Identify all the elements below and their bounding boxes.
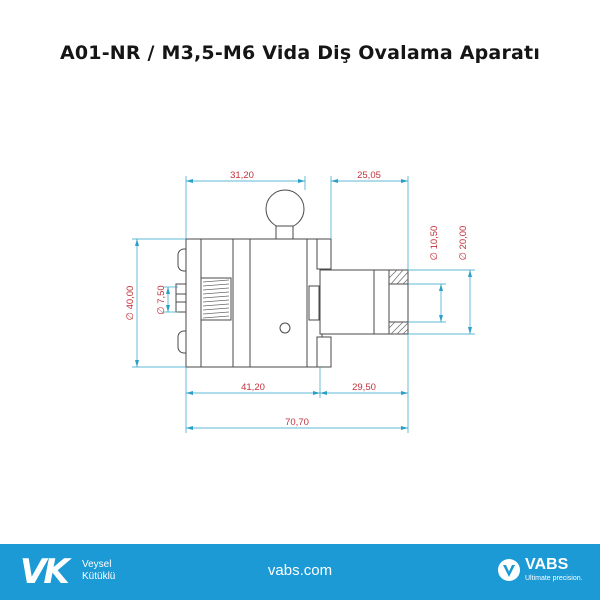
dimension-arrows bbox=[135, 179, 472, 430]
dim-outer-diameter: ∅ 20,00 bbox=[458, 226, 469, 261]
bore bbox=[388, 283, 409, 323]
website-link[interactable]: vabs.com bbox=[267, 562, 333, 579]
technical-drawing: 31,20 25,05 41,20 29,50 70,70 ∅ 40,00 ∅ … bbox=[125, 170, 475, 433]
dim-shank-length: 29,50 bbox=[352, 382, 376, 393]
brand-line-2: Kütüklü bbox=[82, 571, 116, 582]
vabs-name: VABS bbox=[525, 556, 569, 573]
brand-line-1: Veysel bbox=[82, 559, 112, 570]
collar-bottom bbox=[316, 336, 332, 368]
dim-inner-diameter: ∅ 7,50 bbox=[156, 285, 167, 314]
dim-body-diameter: ∅ 40,00 bbox=[125, 286, 136, 321]
footer-bar: VK Veysel Kütüklü vabs.com VABS Ultimate… bbox=[0, 544, 600, 600]
dim-top-left: 31,20 bbox=[230, 170, 254, 181]
dim-top-right: 25,05 bbox=[357, 170, 381, 181]
vabs-tagline: Ultimate precision. bbox=[525, 575, 583, 582]
vk-brand-text: Veysel Kütüklü bbox=[82, 559, 115, 583]
side-pin-hole bbox=[279, 322, 291, 334]
ball-knob bbox=[265, 189, 305, 229]
thread-hatch bbox=[202, 279, 230, 319]
dim-body-length: 41,20 bbox=[241, 382, 265, 393]
dim-bore-diameter: ∅ 10,50 bbox=[429, 226, 440, 261]
collar-mid bbox=[308, 285, 320, 321]
page-title: A01-NR / M3,5-M6 Vida Diş Ovalama Aparat… bbox=[59, 42, 541, 64]
vk-logo: VK bbox=[20, 552, 70, 592]
dim-total-length: 70,70 bbox=[285, 417, 309, 428]
collar-top bbox=[316, 238, 332, 270]
vabs-logo-icon bbox=[498, 559, 520, 581]
part-outline bbox=[175, 189, 409, 368]
knob-stem bbox=[275, 225, 294, 241]
